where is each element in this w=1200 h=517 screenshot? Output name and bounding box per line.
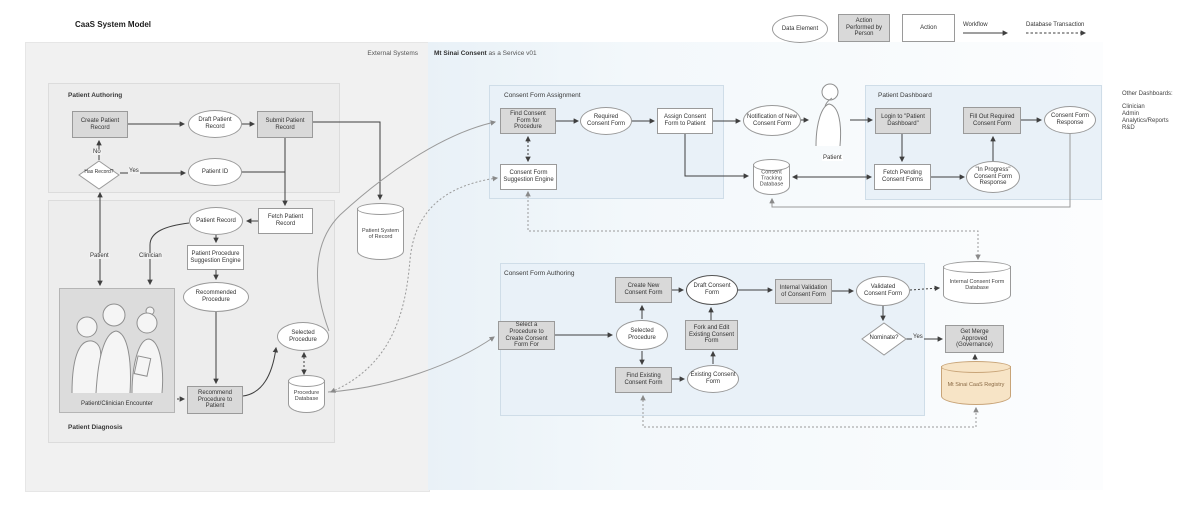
legend-action: Action [902, 14, 955, 42]
edge-registry-findexisting [640, 394, 979, 428]
node-internal-consent-form-database: Internal Consent Form Database [943, 261, 1011, 304]
label-patient-figure: Patient [822, 155, 843, 161]
node-draft-patient-record: Draft Patient Record [188, 110, 242, 138]
node-consent-form-response: Consent Form Response [1044, 106, 1096, 134]
edge-submit-to-patientsystem [313, 121, 383, 201]
node-create-new-consent-form: Create New Consent Form [615, 277, 672, 303]
encounter-person2-body [95, 330, 131, 394]
node-patient-procedure-suggestion-engine: Patient Procedure Suggestion Engine [187, 245, 244, 270]
node-required-consent-form: Required Consent Form [580, 107, 632, 135]
external-systems-label: External Systems [367, 50, 418, 57]
label-clinician: Clinician [138, 253, 163, 259]
node-assign-consent-form-to-patient: Assign Consent Form to Patient [657, 108, 713, 134]
node-validated-consent-form: Validated Consent Form [856, 276, 910, 306]
node-select-procedure-for-consent-form: Select a Procedure to Create Consent For… [498, 321, 555, 350]
node-procedure-database: Procedure Database [288, 375, 325, 413]
node-nominate-label: Nominate? [869, 335, 899, 341]
edge-selectedprocedure-to-findconsent [316, 120, 497, 332]
node-internal-validation-of-consent-form: Internal Validation of Consent Form [775, 279, 832, 304]
mt-sinai-label-bold: Mt Sinai Consent [434, 50, 487, 57]
other-dashboards: Other Dashboards: Clinician Admin Analyt… [1122, 91, 1173, 132]
patient-illustration [815, 83, 842, 147]
mt-sinai-label: Mt Sinai Consent as a Service v01 [434, 50, 537, 57]
edge-validated-to-internaldb [909, 285, 941, 292]
node-get-merge-approved: Get Merge Approved (Governance) [945, 325, 1004, 353]
procedure-database-label: Procedure Database [293, 389, 320, 402]
consent-form-authoring-title: Consent Form Authoring [504, 270, 575, 277]
label-yes-nominate: Yes [912, 334, 924, 340]
mt-sinai-caas-registry-label: Mt Sinai CaaS Registry [947, 381, 1005, 388]
patient-clinician-encounter-box: Patient/Clinician Encounter [59, 288, 175, 413]
edge-clinician-participates [147, 222, 190, 286]
legend-data-element: Data Element [772, 15, 828, 43]
page-title: CaaS System Model [75, 20, 152, 29]
node-existing-consent-form: Existing Consent Form [687, 365, 739, 393]
edge-response-to-trackingdb [769, 134, 1071, 208]
node-find-consent-form-for-procedure: Find Consent Form for Procedure [500, 108, 556, 134]
node-selected-procedure-authoring: Selected Procedure [616, 320, 668, 350]
label-no: No [92, 149, 102, 155]
encounter-illustration [71, 303, 164, 394]
patient-dashboard-title: Patient Dashboard [878, 92, 932, 99]
node-patient-record: Patient Record [189, 207, 243, 235]
node-fetch-pending-consent-forms: Fetch Pending Consent Forms [874, 164, 931, 190]
node-recommended-procedure: Recommended Procedure [183, 282, 249, 312]
patient-figure-head [821, 83, 839, 101]
edge-suggestionengine-internaldb [525, 190, 981, 261]
encounter-tablet [133, 355, 152, 377]
patient-figure-body [815, 103, 842, 147]
node-patient-system-of-record: Patient System of Record [357, 203, 404, 260]
node-submit-patient-record: Submit Patient Record [257, 111, 313, 138]
legend-person-action: Action Performed by Person [838, 14, 890, 42]
legend-db-transaction-label: Database Transaction [1026, 22, 1085, 28]
node-mt-sinai-caas-registry: Mt Sinai CaaS Registry [941, 361, 1011, 405]
node-fork-and-edit-existing-consent-form: Fork and Edit Existing Consent Form [685, 320, 738, 350]
node-selected-procedure: Selected Procedure [277, 322, 329, 351]
internal-consent-form-database-label: Internal Consent Form Database [949, 278, 1005, 291]
node-notification-of-new-consent-form: Notification of New Consent Form [743, 105, 801, 136]
node-draft-consent-form: Draft Consent Form [686, 275, 738, 305]
other-dashboards-item: Clinician [1122, 104, 1145, 110]
nominate-diamond [861, 322, 907, 356]
legend-workflow-label: Workflow [963, 22, 988, 28]
node-recommend-procedure-to-patient: Recommend Procedure to Patient [187, 386, 243, 414]
patient-system-of-record-label: Patient System of Record [362, 227, 399, 240]
consent-tracking-database-label: Consent Tracking Database [759, 169, 784, 189]
node-consent-tracking-database: Consent Tracking Database [753, 159, 790, 195]
edge-recommendbox-to-selectedprocedure [242, 346, 279, 397]
encounter-person1-head [76, 316, 98, 338]
other-dashboards-item: Analytics/Reports [1122, 118, 1169, 124]
node-in-progress-consent-form-response: "In Progress" Consent Form Response [966, 161, 1020, 193]
node-patient-id: Patient ID [188, 158, 242, 186]
node-login-to-patient-dashboard: Login to "Patient Dashboard" [875, 108, 931, 134]
other-dashboards-item: Admin [1122, 111, 1140, 117]
node-create-patient-record: Create Patient Record [72, 111, 128, 138]
patient-figure [808, 80, 848, 150]
encounter-person3-head [136, 312, 158, 334]
node-fetch-patient-record: Fetch Patient Record [258, 208, 313, 234]
other-dashboards-heading: Other Dashboards: [1122, 91, 1173, 97]
label-yes: Yes [128, 168, 140, 174]
encounter-person2-head [102, 303, 126, 327]
node-find-existing-consent-form: Find Existing Consent Form [615, 367, 672, 393]
node-fill-out-required-consent-form: Fill Out Required Consent Form [963, 107, 1021, 134]
patient-diagnosis-title: Patient Diagnosis [68, 424, 123, 431]
node-has-record-label: Has Record? [84, 169, 114, 175]
edge-proceduredb-suggestionengine [329, 175, 499, 393]
node-consent-form-suggestion-engine: Consent Form Suggestion Engine [500, 164, 557, 190]
edge-proceduredb-to-selectprocedure [327, 336, 495, 393]
edge-assign-to-trackingdb [684, 134, 750, 179]
mt-sinai-label-rest: as a Service v01 [486, 50, 537, 57]
has-record-diamond [78, 160, 120, 190]
consent-form-assignment-title: Consent Form Assignment [504, 92, 581, 99]
patient-authoring-title: Patient Authoring [68, 92, 123, 99]
label-patient: Patient [89, 253, 110, 259]
encounter-label: Patient/Clinician Encounter [80, 401, 154, 408]
other-dashboards-item: R&D [1122, 125, 1135, 131]
